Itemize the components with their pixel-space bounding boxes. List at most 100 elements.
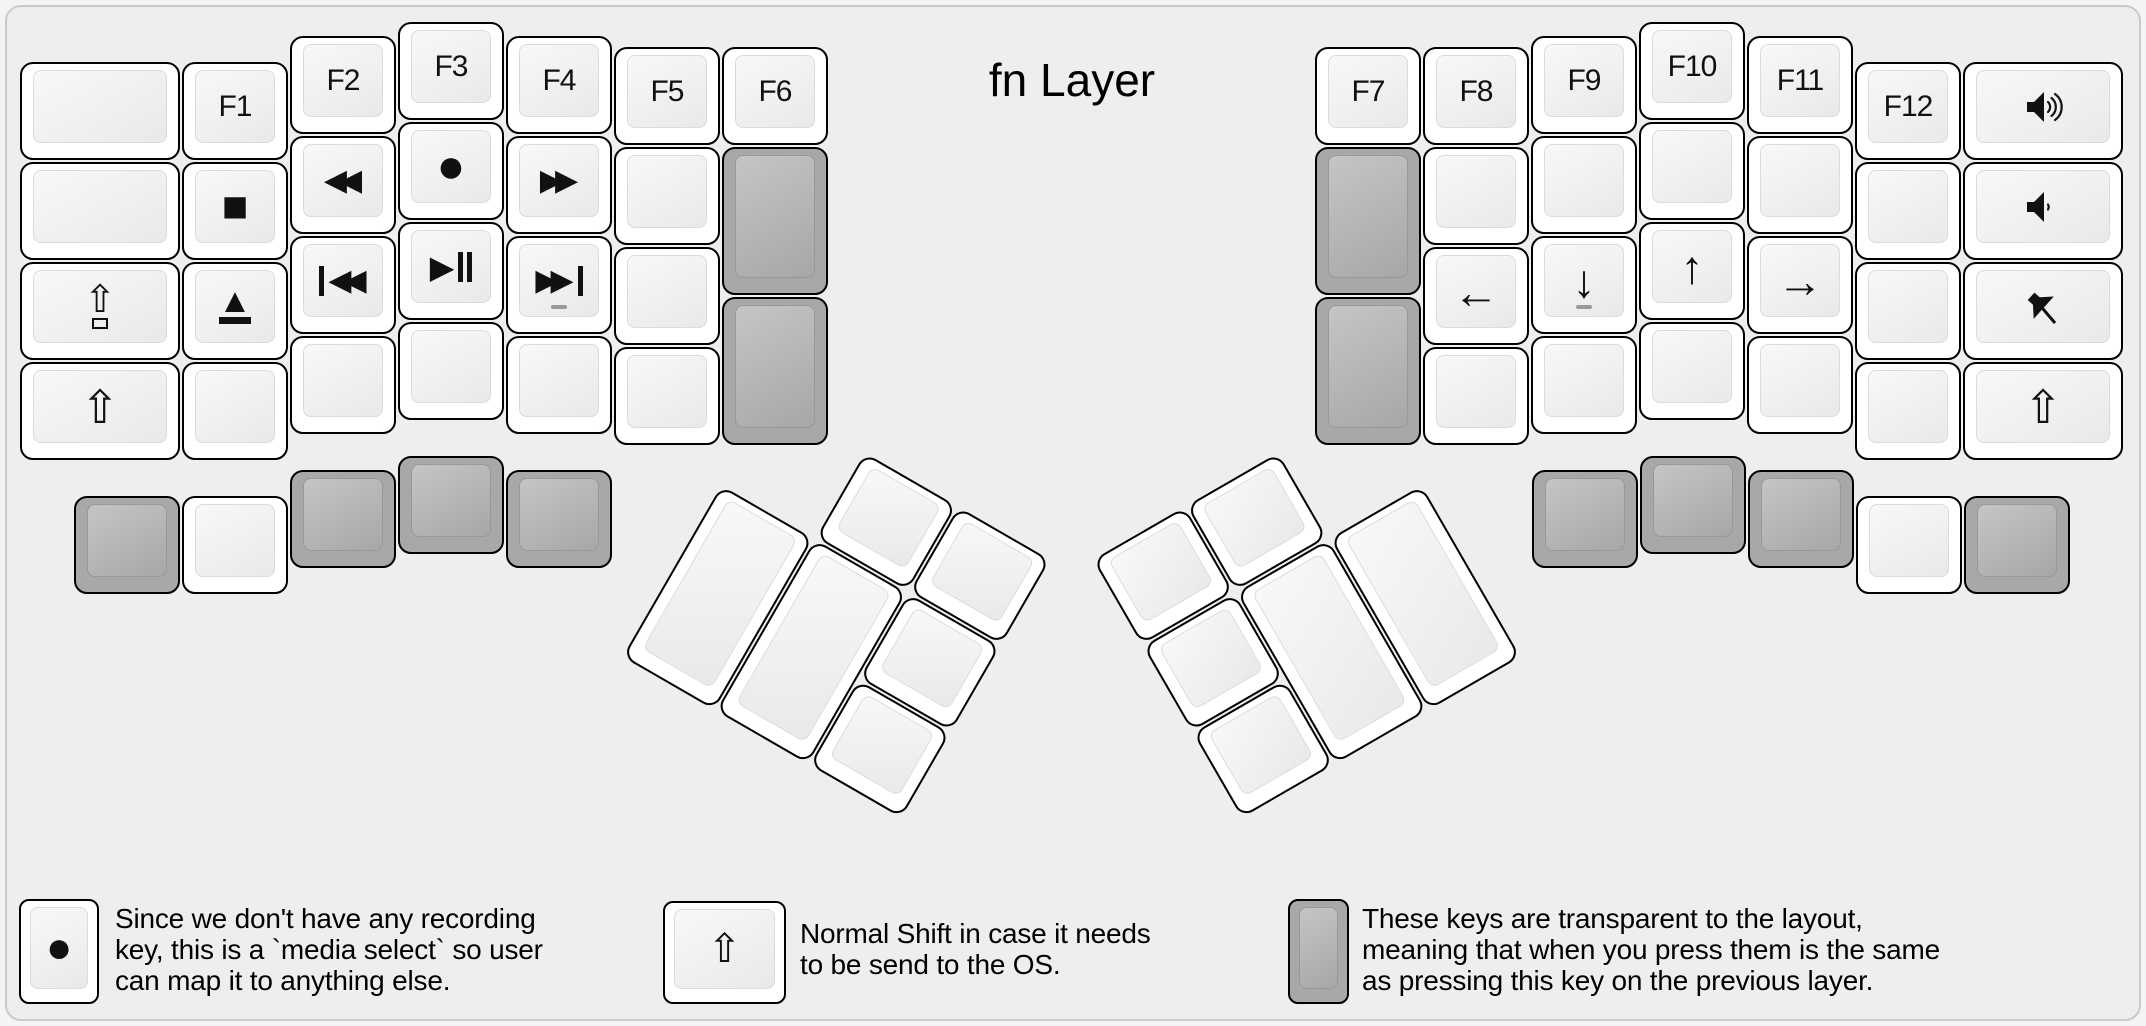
key-f3[interactable]: F3 [397,21,505,121]
volume-down-icon [2027,191,2050,222]
key-transparent[interactable] [1747,469,1855,569]
arrow-left-icon: ← [1453,265,1499,318]
arrow-down-icon: ↓ [1572,254,1596,307]
key-blank[interactable] [1855,495,1963,595]
key-blank[interactable] [1746,135,1854,235]
transparent-key-icon [1287,898,1350,1005]
shift-key-icon: ⇧ [662,900,787,1005]
key-label: F11 [1776,63,1824,97]
key-label: F4 [542,63,576,97]
record-icon: ● [45,923,73,972]
key-f5[interactable]: F5 [613,46,721,146]
key-blank[interactable] [1854,361,1962,461]
key-blank[interactable] [181,495,289,595]
key-stop[interactable]: ■ [181,161,289,261]
key-rewind[interactable]: ◀◀ [289,135,397,235]
legend-text-record: Since we don't have any recording key, t… [115,903,543,996]
stop-icon: ■ [221,181,249,231]
key-blank[interactable] [1854,261,1962,361]
key-transparent[interactable] [289,469,397,569]
key-blank[interactable] [181,361,289,461]
key-transparent[interactable] [1639,455,1747,555]
key-transparent[interactable] [1314,146,1422,296]
key-label: F6 [758,74,792,108]
key-blank[interactable] [613,246,721,346]
homing-dash [1576,305,1592,309]
key-blank[interactable] [19,161,181,261]
key-blank[interactable] [613,346,721,446]
key-play-pause[interactable]: ▶ [397,221,505,321]
key-label: F3 [434,49,468,83]
key-transparent[interactable] [1314,296,1422,446]
key-arrow-left[interactable]: ← [1422,246,1530,346]
key-volume-down[interactable] [1962,161,2124,261]
key-arrow-right[interactable]: → [1746,235,1854,335]
key-label: F9 [1567,63,1601,97]
key-f8[interactable]: F8 [1422,46,1530,146]
key-record[interactable]: ● [397,121,505,221]
next-track-icon: ▶▶ [535,265,583,296]
key-f12[interactable]: F12 [1854,61,1962,161]
key-shift[interactable]: ⇧ [19,361,181,461]
record-icon: ● [436,139,466,193]
key-label: F2 [326,63,360,97]
key-blank[interactable] [19,61,181,161]
legend-text-shift: Normal Shift in case it needs to be send… [800,918,1151,980]
key-volume-up[interactable] [1962,61,2124,161]
key-label: F12 [1883,89,1934,123]
arrow-up-icon: ↑ [1680,240,1704,293]
fast-forward-icon: ▶▶ [539,163,578,197]
rewind-icon: ◀◀ [323,163,362,197]
key-blank[interactable] [289,335,397,435]
layer-title: fn Layer [988,54,1156,106]
key-arrow-up[interactable]: ↑ [1638,221,1746,321]
key-transparent[interactable] [721,146,829,296]
key-blank[interactable] [1638,321,1746,421]
key-blank[interactable] [1422,346,1530,446]
key-transparent[interactable] [1963,495,2071,595]
key-blank[interactable] [1638,121,1746,221]
key-blank[interactable] [1854,161,1962,261]
key-arrow-down[interactable]: ↓ [1530,235,1638,335]
key-shift[interactable]: ⇧ [1962,361,2124,461]
shift-icon: ⇧ [2023,380,2063,433]
homing-dash [551,305,567,309]
key-label: F1 [218,89,252,123]
key-label: F5 [650,74,684,108]
key-label: F8 [1459,74,1493,108]
key-blank[interactable] [1530,335,1638,435]
key-blank[interactable] [1746,335,1854,435]
key-prev-track[interactable]: ◀◀ [289,235,397,335]
legend-text-transparent: These keys are transparent to the layout… [1362,903,1940,996]
key-f6[interactable]: F6 [721,46,829,146]
key-transparent[interactable] [1531,469,1639,569]
key-f10[interactable]: F10 [1638,21,1746,121]
key-blank[interactable] [1530,135,1638,235]
key-transparent[interactable] [397,455,505,555]
key-f2[interactable]: F2 [289,35,397,135]
key-label: F7 [1351,74,1385,108]
key-blank[interactable] [505,335,613,435]
key-transparent[interactable] [721,296,829,446]
shift-icon: ⇧ [80,380,120,433]
eject-icon: ▲ [218,284,252,324]
key-f9[interactable]: F9 [1530,35,1638,135]
key-f11[interactable]: F11 [1746,35,1854,135]
caps-lock-icon: ⇧ [84,281,116,330]
key-mute[interactable] [1962,261,2124,361]
key-blank[interactable] [397,321,505,421]
key-f1[interactable]: F1 [181,61,289,161]
mute-icon [2027,292,2057,324]
key-f4[interactable]: F4 [505,35,613,135]
key-fast-forward[interactable]: ▶▶ [505,135,613,235]
volume-up-icon [2027,91,2063,122]
key-f7[interactable]: F7 [1314,46,1422,146]
key-transparent[interactable] [73,495,181,595]
key-eject[interactable]: ▲ [181,261,289,361]
key-blank[interactable] [1422,146,1530,246]
key-caps-lock[interactable]: ⇧ [19,261,181,361]
key-blank[interactable] [613,146,721,246]
shift-icon: ⇧ [707,927,742,971]
key-transparent[interactable] [505,469,613,569]
key-next-track[interactable]: ▶▶ [505,235,613,335]
